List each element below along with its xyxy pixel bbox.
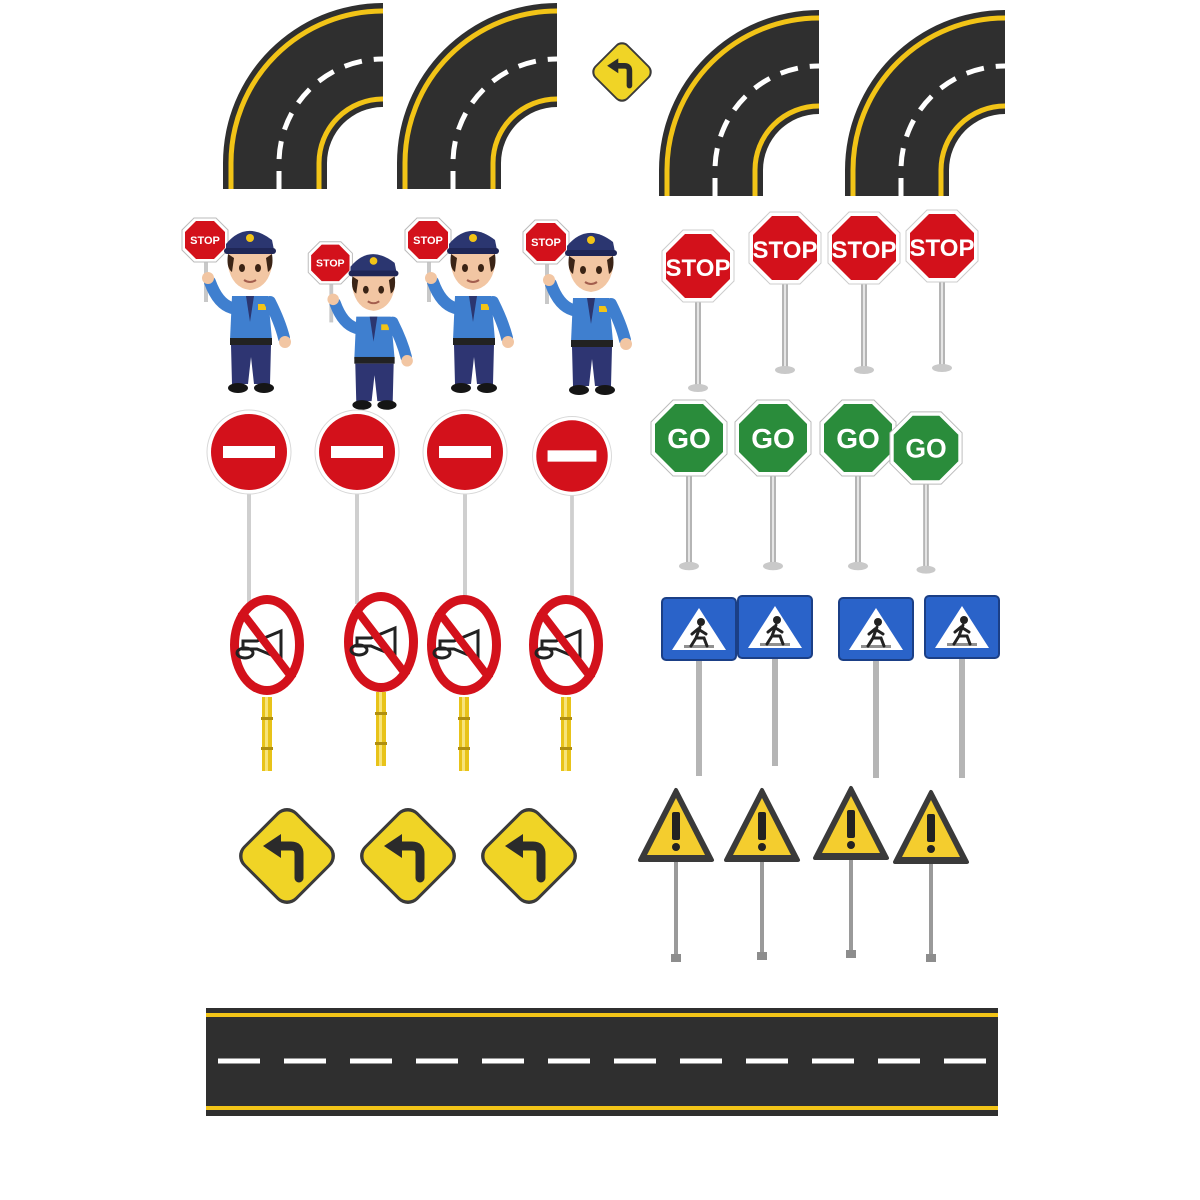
curved-road-piece — [397, 3, 557, 189]
go-label: GO — [751, 423, 795, 454]
no-entry-sign — [206, 409, 292, 604]
go-sign: GO — [734, 399, 812, 571]
warning-signs-group — [638, 786, 969, 962]
no-entry-sign — [532, 416, 612, 603]
curved-road-piece — [659, 10, 819, 196]
stop-signs-group: STOP STOP STOP STOP — [661, 209, 979, 392]
no-entry-sign — [422, 409, 508, 606]
stop-label: STOP — [316, 258, 345, 270]
no-entry-signs-group — [206, 409, 612, 606]
curved-road-pieces-row — [223, 3, 1005, 196]
stop-label: STOP — [413, 235, 443, 247]
go-sign: GO — [650, 399, 728, 571]
stop-label: STOP — [910, 235, 975, 262]
stop-label: STOP — [832, 237, 897, 264]
no-horn-sign — [427, 595, 501, 771]
stop-label: STOP — [190, 235, 220, 247]
police-officer-with-stop-sign: STOP — [523, 220, 632, 395]
stop-sign: STOP — [661, 229, 735, 392]
no-horn-signs-group — [230, 592, 603, 771]
left-turn-sign — [233, 802, 340, 909]
pedestrian-crossing-sign — [660, 596, 738, 776]
police-officer-with-stop-sign: STOP — [308, 242, 413, 410]
go-sign: GO — [819, 399, 897, 571]
warning-sign — [638, 788, 714, 962]
pedestrian-crossing-sign — [736, 594, 814, 766]
warning-sign — [724, 788, 800, 960]
curved-road-piece — [845, 10, 1005, 196]
go-signs-group: GO GO GO GO — [650, 399, 963, 574]
left-turn-sign — [354, 802, 461, 909]
police-officer-with-stop-sign: STOP — [182, 218, 291, 393]
curved-road-piece — [223, 3, 383, 189]
stop-label: STOP — [531, 237, 561, 249]
stop-sign: STOP — [827, 211, 901, 374]
go-sign: GO — [889, 411, 963, 574]
stop-sign: STOP — [748, 211, 822, 374]
warning-sign — [813, 786, 889, 958]
police-officers-group: STOP STOP STOP STOP — [182, 218, 632, 410]
police-officer-with-stop-sign: STOP — [405, 218, 514, 393]
go-label: GO — [836, 423, 880, 454]
left-turn-sign — [475, 802, 582, 909]
straight-road-piece — [206, 1008, 998, 1116]
pedestrian-crossing-sign — [923, 594, 1001, 778]
no-horn-sign — [529, 595, 603, 771]
go-label: GO — [667, 423, 711, 454]
stop-label: STOP — [753, 237, 818, 264]
no-entry-sign — [314, 409, 400, 604]
pedestrian-crossing-signs-group — [660, 594, 1001, 778]
stop-sign: STOP — [905, 209, 979, 372]
stop-label: STOP — [666, 255, 731, 282]
left-turn-signs-group — [233, 802, 582, 909]
go-label: GO — [905, 434, 946, 464]
left-turn-sign — [589, 39, 656, 106]
pedestrian-crossing-sign — [837, 596, 915, 778]
no-horn-sign — [230, 595, 304, 771]
no-horn-sign — [344, 592, 418, 766]
warning-sign — [893, 790, 969, 962]
